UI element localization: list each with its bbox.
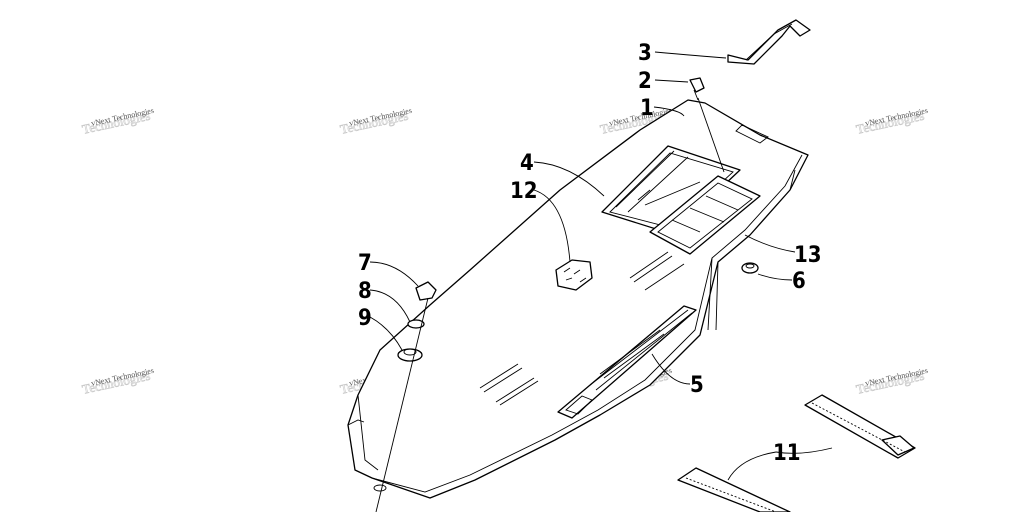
- tread-11a: [804, 394, 916, 459]
- leader-lines: [369, 51, 833, 481]
- decal-13: [649, 175, 761, 255]
- callout-12: 12: [510, 179, 538, 204]
- watermark: Technologies vNext Technologies: [338, 106, 412, 137]
- callout-9: 9: [358, 306, 372, 331]
- washer-8: [407, 319, 425, 329]
- callout-5: 5: [690, 373, 704, 398]
- callouts: 3 2 1 4 12 13 6 7 8 9 5 11: [358, 41, 822, 466]
- watermark: Technologies vNext Technologies: [80, 106, 154, 137]
- callout-6: 6: [792, 269, 806, 294]
- tread-11b: [677, 467, 791, 512]
- skid-plate: [347, 99, 809, 499]
- grommet-6: [741, 262, 759, 274]
- decal-5: [557, 305, 697, 419]
- decal-4: [601, 145, 741, 235]
- watermark: Technologies vNext Technologies: [80, 366, 154, 397]
- callout-7: 7: [358, 251, 372, 276]
- callout-2: 2: [638, 69, 652, 94]
- strap-3: [727, 19, 811, 65]
- watermark: Technologies vNext Technologies: [854, 366, 928, 397]
- bolt-2: [689, 77, 705, 101]
- callout-8: 8: [358, 279, 372, 304]
- patch-12: [555, 259, 593, 291]
- bushing-9: [397, 348, 423, 362]
- stack-axis: [375, 297, 429, 512]
- watermark: Technologies vNext Technologies: [854, 106, 928, 137]
- callout-13: 13: [794, 243, 822, 268]
- callout-3: 3: [638, 41, 652, 66]
- callout-11: 11: [773, 441, 801, 466]
- nut-7: [415, 281, 437, 301]
- callout-4: 4: [520, 151, 534, 176]
- callout-1: 1: [640, 96, 654, 121]
